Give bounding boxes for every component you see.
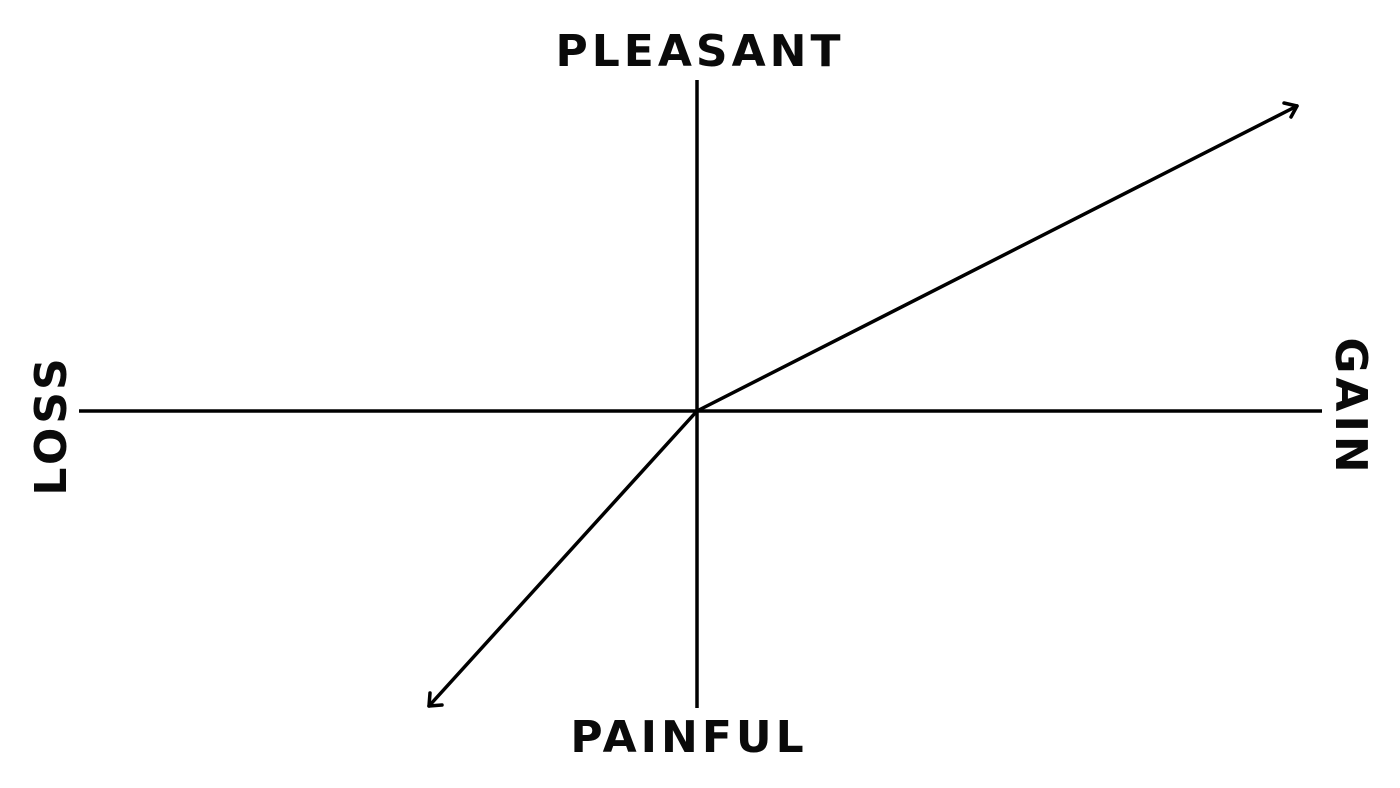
label-loss: LOSS	[26, 354, 77, 495]
label-pleasant: PLEASANT	[556, 26, 845, 77]
label-gain: GAIN	[1325, 337, 1376, 476]
label-painful: PAINFUL	[570, 712, 807, 763]
gain-curve-line	[695, 104, 1299, 413]
loss-curve-line	[427, 409, 699, 708]
loss-curve-arrowhead	[427, 691, 444, 708]
gain-curve-arrowhead	[1282, 101, 1299, 119]
